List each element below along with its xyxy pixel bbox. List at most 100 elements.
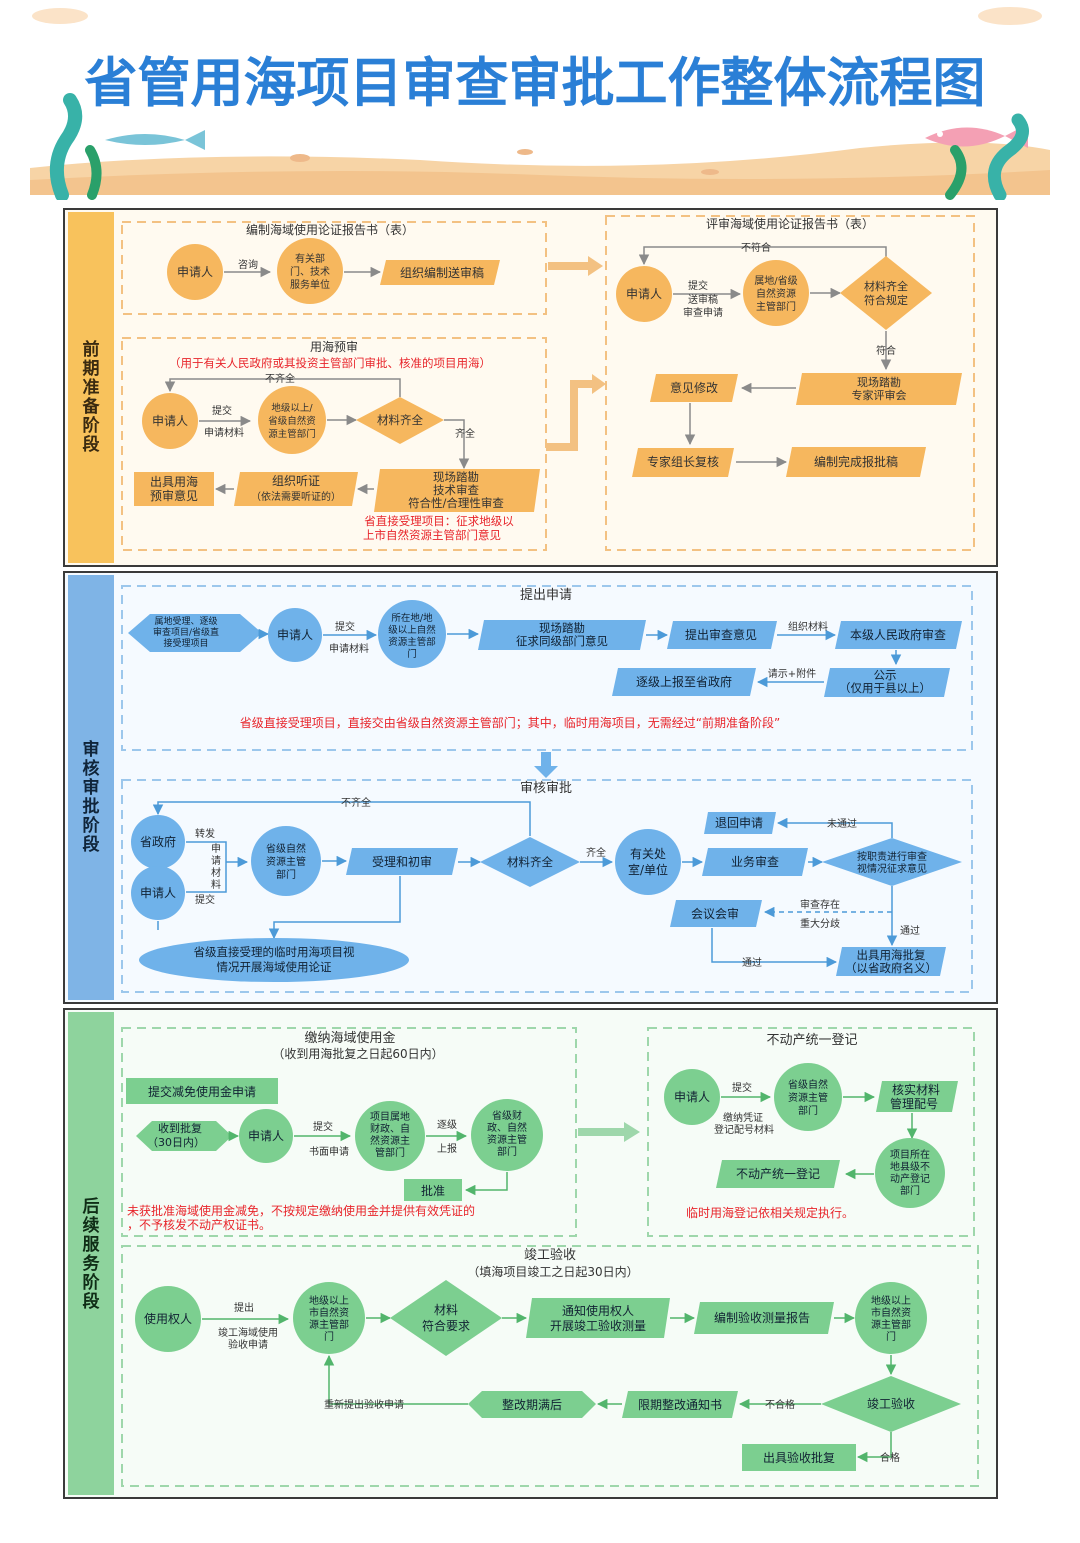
accept-check-label: 受理和初审 — [372, 854, 432, 869]
submit-label-pre: 提交 — [212, 404, 232, 417]
agency-node — [277, 238, 343, 304]
verify-node — [876, 1081, 958, 1112]
local-dept-node — [258, 386, 326, 454]
complete-match-decision — [840, 256, 932, 330]
site-tech-node — [374, 469, 540, 512]
prov-dept-label-2: 省级自然资源主管部门 — [788, 1078, 828, 1117]
accept-note: （填海项目竣工之日起30日内） — [467, 1264, 638, 1279]
gov-review-label: 本级人民政府审查 — [850, 627, 946, 642]
applicant-node-4 — [268, 608, 322, 662]
org-material-label: 组织材料 — [788, 620, 828, 633]
measure-report-label: 编制验收测量报告 — [714, 1310, 810, 1325]
return-apply-node — [704, 812, 776, 834]
temp-proof-node — [139, 938, 409, 982]
meeting-review-node — [670, 900, 762, 927]
material-complete-decision — [356, 397, 444, 444]
accept-title: 竣工验收 — [524, 1247, 576, 1263]
leader-review-node — [632, 448, 734, 477]
applicant-label: 申请人 — [177, 265, 213, 279]
seaweed-left-icon — [49, 93, 102, 200]
stage-label-prep: 前期准备阶段 — [82, 339, 101, 455]
site-solicit-node — [478, 620, 646, 650]
apply-red-note: 省级直接受理项目，直接交由省级自然资源主管部门；其中，临时用海项目，无需经过“前… — [240, 715, 780, 730]
stage-prep: 前期准备阶段 编制海域使用论证报告书（表） 申请人 咨询 有关部门、技术服务单位… — [63, 208, 998, 567]
return-apply-label: 退回申请 — [715, 816, 763, 830]
fee-note: （收到用海批复之日起60日内） — [272, 1046, 443, 1061]
match-label: 符合 — [876, 344, 896, 357]
fee-title: 缴纳海域使用金 — [304, 1030, 395, 1046]
prov-dept-label: 省级自然资源主管部门 — [266, 842, 306, 881]
material-complete-label-2: 材料齐全 — [507, 855, 553, 869]
report-label: 上报 — [437, 1142, 457, 1155]
accept-reply-label: 出具验收批复 — [763, 1450, 835, 1465]
prov-dept-node — [251, 826, 321, 896]
report-up-label: 逐级上报至省政府 — [636, 674, 732, 689]
pass-label-2: 通过 — [742, 956, 762, 969]
banner-decoration — [30, 7, 1050, 200]
not-pass-label: 未通过 — [827, 817, 857, 830]
pass-label: 通过 — [900, 924, 920, 937]
site-expert-node — [796, 373, 962, 405]
major-diff-label: 重大分歧 — [800, 917, 840, 930]
approve-node — [404, 1179, 462, 1201]
accept-reply-node — [742, 1444, 856, 1471]
report-up-node — [612, 668, 756, 696]
submit-label-7: 提交 — [732, 1081, 752, 1094]
submit-label-5: 提交 — [195, 893, 215, 906]
relevant-office-label: 有关处室/单位 — [628, 847, 668, 877]
apply-material-label-4: 申请材料 — [329, 642, 369, 655]
submit-review-label: 提交送审稿审查申请 — [683, 279, 723, 319]
reduce-apply-node — [126, 1078, 278, 1104]
review-opinion-label: 提出审查意见 — [685, 627, 757, 642]
issue-opinion-label: 出具用海预审意见 — [150, 474, 198, 503]
approve-title: 审核审批 — [520, 781, 572, 796]
dept-label: 属地/省级自然资源主管部门 — [754, 274, 797, 313]
not-match-label: 不符合 — [741, 241, 771, 254]
apply-title: 提出申请 — [520, 587, 572, 603]
consult-label: 咨询 — [238, 258, 258, 271]
applicant-label-3: 申请人 — [152, 414, 188, 428]
complete-label: 齐全 — [455, 427, 475, 440]
publicity-label: 公示（仅用于县以上） — [839, 668, 931, 695]
apply-material-label-pre: 申请材料 — [204, 426, 244, 439]
duty-review-decision — [822, 838, 962, 886]
applicant-label-7: 申请人 — [674, 1090, 710, 1104]
applicant-node-6 — [239, 1109, 293, 1163]
unified-register-node — [716, 1160, 840, 1188]
complete-match-label: 材料齐全符合规定 — [864, 279, 908, 307]
business-review-node — [702, 848, 808, 876]
compile-send-label: 组织编制送审稿 — [400, 265, 484, 280]
local-dept-label: 地级以上/省级自然资源主管部门 — [268, 402, 316, 440]
applicant-node — [167, 244, 223, 300]
local-dept-label-2: 所在地/地级以上自然资源主管部门 — [388, 612, 436, 660]
site-expert-label: 现场踏勘专家评审会 — [852, 375, 907, 402]
rectify-notice-node — [622, 1391, 738, 1418]
register-title: 不动产统一登记 — [766, 1033, 857, 1048]
pre-note: （用于有关人民政府或其投资主管部门审批、核准的项目用海） — [169, 356, 491, 370]
apply-material-vertical: 申请材料 — [211, 842, 221, 891]
page-title: 省管用海项目审查审批工作整体流程图 — [85, 53, 986, 114]
incomplete-label: 不齐全 — [265, 372, 295, 385]
verify-label: 核实材料管理配号 — [890, 1082, 940, 1111]
city-dept-label: 地级以上市自然资源主管部门 — [309, 1294, 349, 1343]
local-finance-node — [355, 1101, 425, 1171]
applicant-label-5: 申请人 — [140, 886, 176, 900]
applicant-label-6: 申请人 — [248, 1129, 284, 1143]
measure-report-node — [694, 1302, 834, 1334]
complete-label-2: 齐全 — [586, 846, 606, 859]
hearing-note: （依法需要听证的） — [251, 490, 341, 503]
notify-node — [526, 1298, 670, 1338]
fish-left-icon — [105, 130, 205, 150]
local-finance-label: 项目属地财政、自然资源主管部门 — [370, 1110, 410, 1159]
county-dept-node — [875, 1138, 945, 1208]
fee-red-note: 未获批准海域使用金减免，不按规定缴纳使用金并提供有效凭证的，不予核发不动产权证书… — [127, 1203, 475, 1232]
resubmit-label: 重新提出验收申请 — [324, 1398, 404, 1411]
accept-check-node — [346, 848, 458, 875]
gov-review-node — [835, 621, 962, 649]
dept-node — [743, 260, 809, 326]
material-complete-decision-2 — [480, 837, 580, 887]
agency-label: 有关部门、技术服务单位 — [290, 252, 330, 291]
leader-review-label: 专家组长复核 — [647, 454, 719, 469]
receive-approval-label: 收到批复（30日内） — [147, 1121, 205, 1149]
